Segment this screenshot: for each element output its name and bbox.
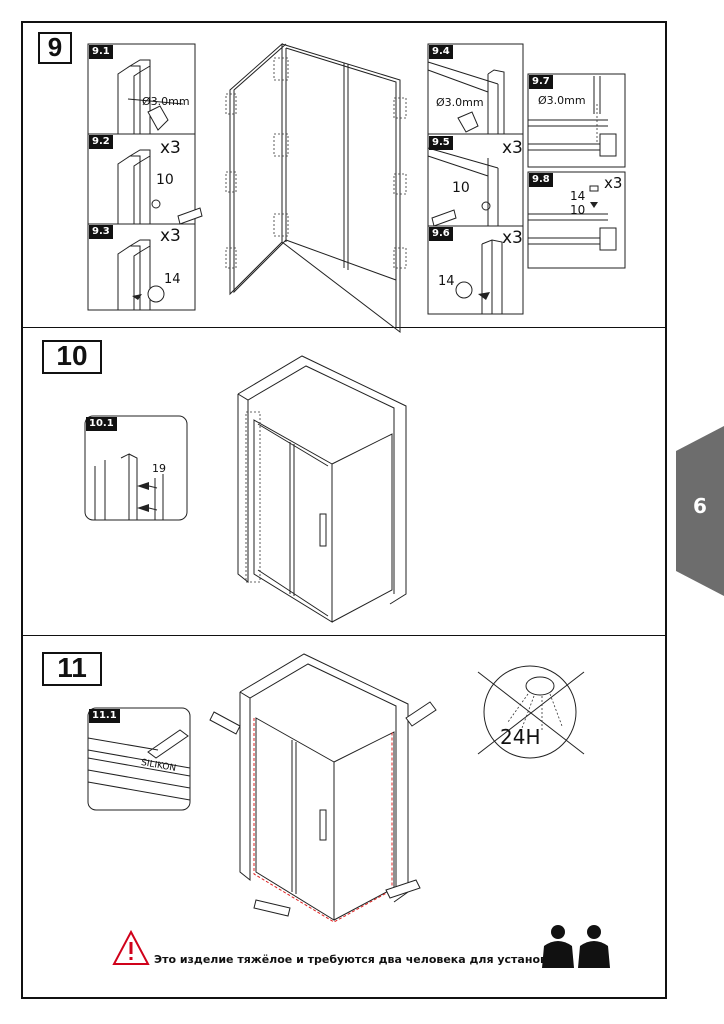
quantity-label: x3 (502, 138, 523, 158)
substep-11-1-tag: 11.1 (89, 709, 120, 723)
substep-9-4-tag: 9.4 (429, 45, 453, 59)
substep-9-3-tag: 9.3 (89, 225, 113, 239)
drill-size-label: Ø3.0mm (538, 94, 586, 107)
chapter-number: 6 (693, 494, 707, 518)
step-9-detail-panels (527, 73, 626, 269)
cap-size-label: 14 (164, 272, 181, 287)
cap-size-label: 14 (570, 189, 586, 203)
wait-time-label: 24H (500, 725, 541, 749)
step-10-enclosure-drawing (237, 355, 407, 623)
step-11-number: 11 (42, 652, 102, 686)
section-divider-9-10 (21, 327, 667, 328)
cap-size-label: 14 (438, 274, 455, 289)
substep-9-2-tag: 9.2 (89, 135, 113, 149)
step-9-right-panels (427, 43, 524, 315)
substep-10-1-tag: 10.1 (86, 417, 117, 431)
substep-9-8-tag: 9.8 (529, 173, 553, 187)
step-9-number: 9 (38, 32, 72, 64)
two-people-icon (542, 925, 610, 968)
quantity-label: x3 (160, 138, 181, 158)
step-10-1-detail (84, 415, 188, 521)
gap-dimension-label: 19 (152, 462, 166, 475)
section-divider-10-11 (21, 635, 667, 636)
page-frame (21, 21, 667, 999)
screw-length-label: 10 (570, 203, 586, 217)
step-11-enclosure-drawing (209, 653, 437, 923)
drill-size-label: Ø3.0mm (142, 95, 190, 108)
warning-text: Это изделие тяжёлое и требуются два чело… (154, 953, 567, 966)
screw-length-label: 10 (452, 180, 470, 196)
chapter-tab (676, 426, 724, 596)
step-9-left-panels (87, 43, 203, 311)
substep-9-6-tag: 9.6 (429, 227, 453, 241)
quantity-label: x3 (604, 174, 623, 192)
substep-9-5-tag: 9.5 (429, 136, 453, 150)
step-11-1-detail (87, 707, 191, 811)
no-shower-icon (477, 665, 585, 759)
substep-9-1-tag: 9.1 (89, 45, 113, 59)
quantity-label: x3 (160, 226, 181, 246)
screw-length-label: 10 (156, 172, 174, 188)
quantity-label: x3 (502, 228, 523, 248)
drill-size-label: Ø3.0mm (436, 96, 484, 109)
step-10-number: 10 (42, 340, 102, 374)
warning-triangle-icon (112, 929, 150, 965)
substep-9-7-tag: 9.7 (529, 75, 553, 89)
step-9-enclosure-drawing (225, 42, 407, 334)
